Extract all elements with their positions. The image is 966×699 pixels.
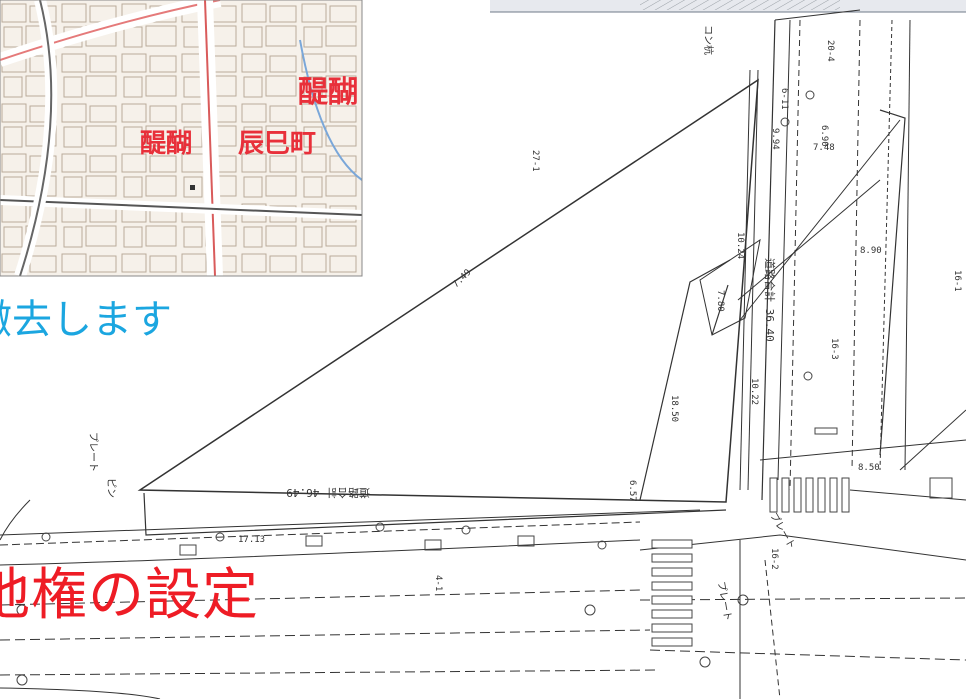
measurement: 6.57: [627, 480, 637, 502]
measurement: 9.94: [770, 128, 780, 150]
parcel-20-4: 20-4: [825, 40, 835, 62]
measurement: 10.24: [735, 232, 745, 259]
measurement: 6.90: [819, 125, 829, 147]
parcel-27-1: 27-1: [530, 150, 540, 172]
street-fixtures: [16, 90, 953, 686]
land-rights-caption: 地権の設定: [0, 563, 259, 628]
marker-plate-left: プレート: [87, 432, 99, 472]
measurement: 8.90: [860, 246, 882, 256]
road-total-bottom: 道路合計 46.49: [286, 486, 370, 500]
crosswalk-horizontal: [769, 477, 850, 513]
marker-plate-right: プレート: [767, 511, 797, 552]
removal-caption: 撤去します: [0, 297, 172, 343]
parcel-16-2: 16-2: [769, 548, 779, 570]
scan-edge-top: [490, 0, 966, 13]
inset-location-map: 醍醐 醍醐 辰巳町: [0, 0, 363, 278]
inset-label-daigo-2: 醍醐: [140, 129, 192, 159]
corner-label-top: コン杭: [702, 25, 715, 55]
parcel-16-3: 16-3: [829, 338, 839, 360]
measurement: 7.48: [813, 143, 835, 153]
plat-drawing: [0, 9, 966, 699]
parcel-16-1: 16-1: [952, 270, 962, 292]
parcel-4-1: 4-1: [433, 575, 443, 591]
road-total-right: 道路合計 36.40: [763, 258, 777, 342]
marker-plate-bottom: プレート: [715, 580, 734, 621]
measurement: 17.13: [238, 535, 265, 545]
crosswalk-vertical: [651, 539, 693, 647]
inset-label-tatsumi: 辰巳町: [238, 129, 316, 159]
measurement: 10.22: [749, 378, 759, 405]
marker-pin: ピン: [105, 478, 117, 498]
measurement: 7.80: [715, 290, 725, 312]
inset-label-daigo-1: 醍醐: [298, 75, 358, 110]
measurement: 18.50: [669, 395, 679, 422]
measurement: 8.50: [858, 463, 880, 473]
parcel-6-11: 6-11: [779, 88, 789, 110]
